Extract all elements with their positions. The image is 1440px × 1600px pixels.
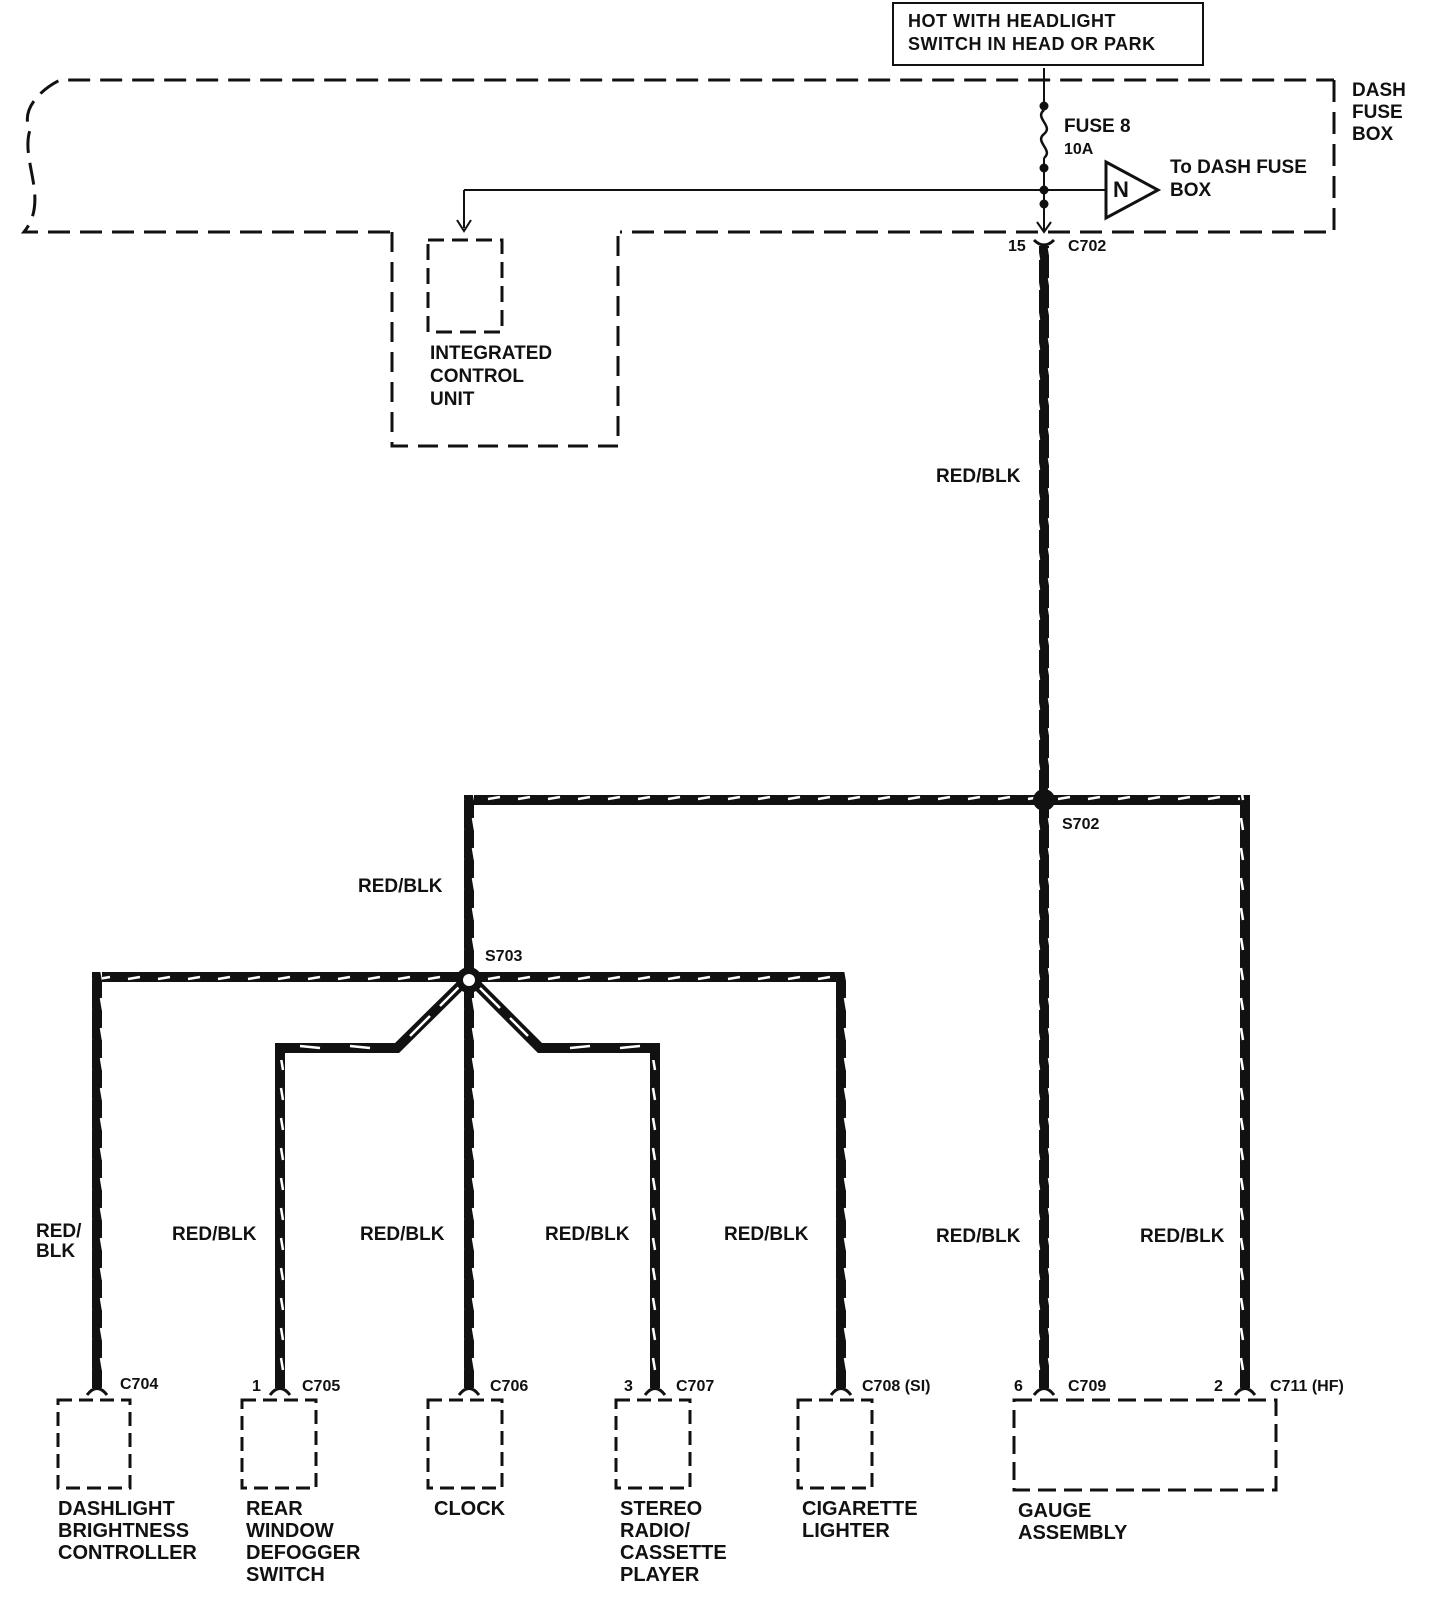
rear-defogger-wire [275, 973, 473, 1388]
dashlight-controller-box [56, 1398, 132, 1490]
c705-connector-icon [268, 1387, 292, 1396]
fuse-top-node [1039, 101, 1049, 111]
rear-defogger-wire-color: RED/BLK [172, 1224, 257, 1245]
dashlight-controller-label: DASHLIGHT BRIGHTNESS CONTROLLER [58, 1498, 197, 1564]
gauge-c709-wire-color: RED/BLK [936, 1226, 1021, 1247]
c705-label: C705 [302, 1378, 341, 1395]
link-triangle-icon [1104, 159, 1162, 221]
gauge-assembly-box [1012, 1398, 1278, 1492]
link-destination: To DASH FUSE BOX [1170, 157, 1307, 201]
c708-label: C708 (SI) [862, 1378, 931, 1395]
c704-label: C704 [120, 1376, 159, 1393]
link-letter: N [1113, 177, 1129, 202]
clock-wire-color: RED/BLK [360, 1224, 445, 1245]
c711-label: C711 (HF) [1270, 1378, 1344, 1395]
icu-enclosure-outline [390, 232, 620, 448]
c707-connector-icon [643, 1387, 667, 1396]
c706-label: C706 [490, 1378, 529, 1395]
s702-splice-node [1033, 789, 1055, 811]
clock-box [426, 1398, 504, 1490]
hot-note-box [892, 2, 1204, 66]
c704-connector-icon [85, 1387, 109, 1396]
c711-connector-icon [1233, 1387, 1257, 1396]
s702-label: S702 [1062, 816, 1100, 833]
stereo-wire [465, 973, 660, 1388]
c702-label: C702 [1068, 238, 1107, 255]
dash-fuse-box-label: DASH FUSE BOX [1352, 80, 1406, 145]
cigarette-lighter-box [796, 1398, 874, 1490]
clock-label: CLOCK [434, 1498, 506, 1520]
c706-connector-icon [457, 1387, 481, 1396]
gauge-assembly-label: GAUGE ASSEMBLY [1018, 1500, 1128, 1544]
hot-note-line1: HOT WITH HEADLIGHT [908, 11, 1116, 31]
hot-note-text: HOT WITH HEADLIGHT SWITCH IN HEAD OR PAR… [908, 10, 1156, 56]
c709-pin: 6 [1014, 1378, 1023, 1395]
stereo-label: STEREO RADIO/ CASSETTE PLAYER [620, 1498, 727, 1586]
c702-connector-icon [1032, 238, 1056, 247]
icu-inner-box [426, 238, 504, 334]
c708-connector-icon [829, 1387, 853, 1396]
c709-connector-icon [1032, 1387, 1056, 1396]
fuse-rating: 10A [1064, 141, 1094, 158]
c705-pin: 1 [252, 1378, 261, 1395]
c702-arrow-icon [1036, 221, 1052, 234]
c707-pin: 3 [624, 1378, 633, 1395]
rear-defogger-switch-label: REAR WINDOW DEFOGGER SWITCH [246, 1498, 361, 1586]
cigarette-lighter-label: CIGARETTE LIGHTER [802, 1498, 918, 1542]
s703-feed-wire-color: RED/BLK [358, 876, 443, 897]
icu-arrow-icon [456, 219, 472, 233]
fuse-label: FUSE 8 [1064, 116, 1131, 137]
gauge-c711-wire-color: RED/BLK [1140, 1226, 1225, 1247]
c709-label: C709 [1068, 1378, 1107, 1395]
c711-pin: 2 [1214, 1378, 1223, 1395]
stereo-wire-color: RED/BLK [545, 1224, 630, 1245]
hot-note-line2: SWITCH IN HEAD OR PARK [908, 34, 1156, 54]
rear-defogger-switch-box [240, 1398, 318, 1490]
lighter-wire-color: RED/BLK [724, 1224, 809, 1245]
dashlight-wire-color: RED/ BLK [36, 1221, 82, 1262]
c707-label: C707 [676, 1378, 715, 1395]
s703-label: S703 [485, 948, 523, 965]
fuse-8-element [1039, 109, 1049, 159]
main-wire-color: RED/BLK [936, 466, 1021, 487]
integrated-control-unit-label: INTEGRATED CONTROL UNIT [430, 343, 553, 410]
dash-fuse-box-outline [20, 78, 1336, 234]
feed-junction-node-2 [1039, 199, 1049, 209]
c702-pin: 15 [1008, 238, 1026, 255]
stereo-box [614, 1398, 692, 1490]
